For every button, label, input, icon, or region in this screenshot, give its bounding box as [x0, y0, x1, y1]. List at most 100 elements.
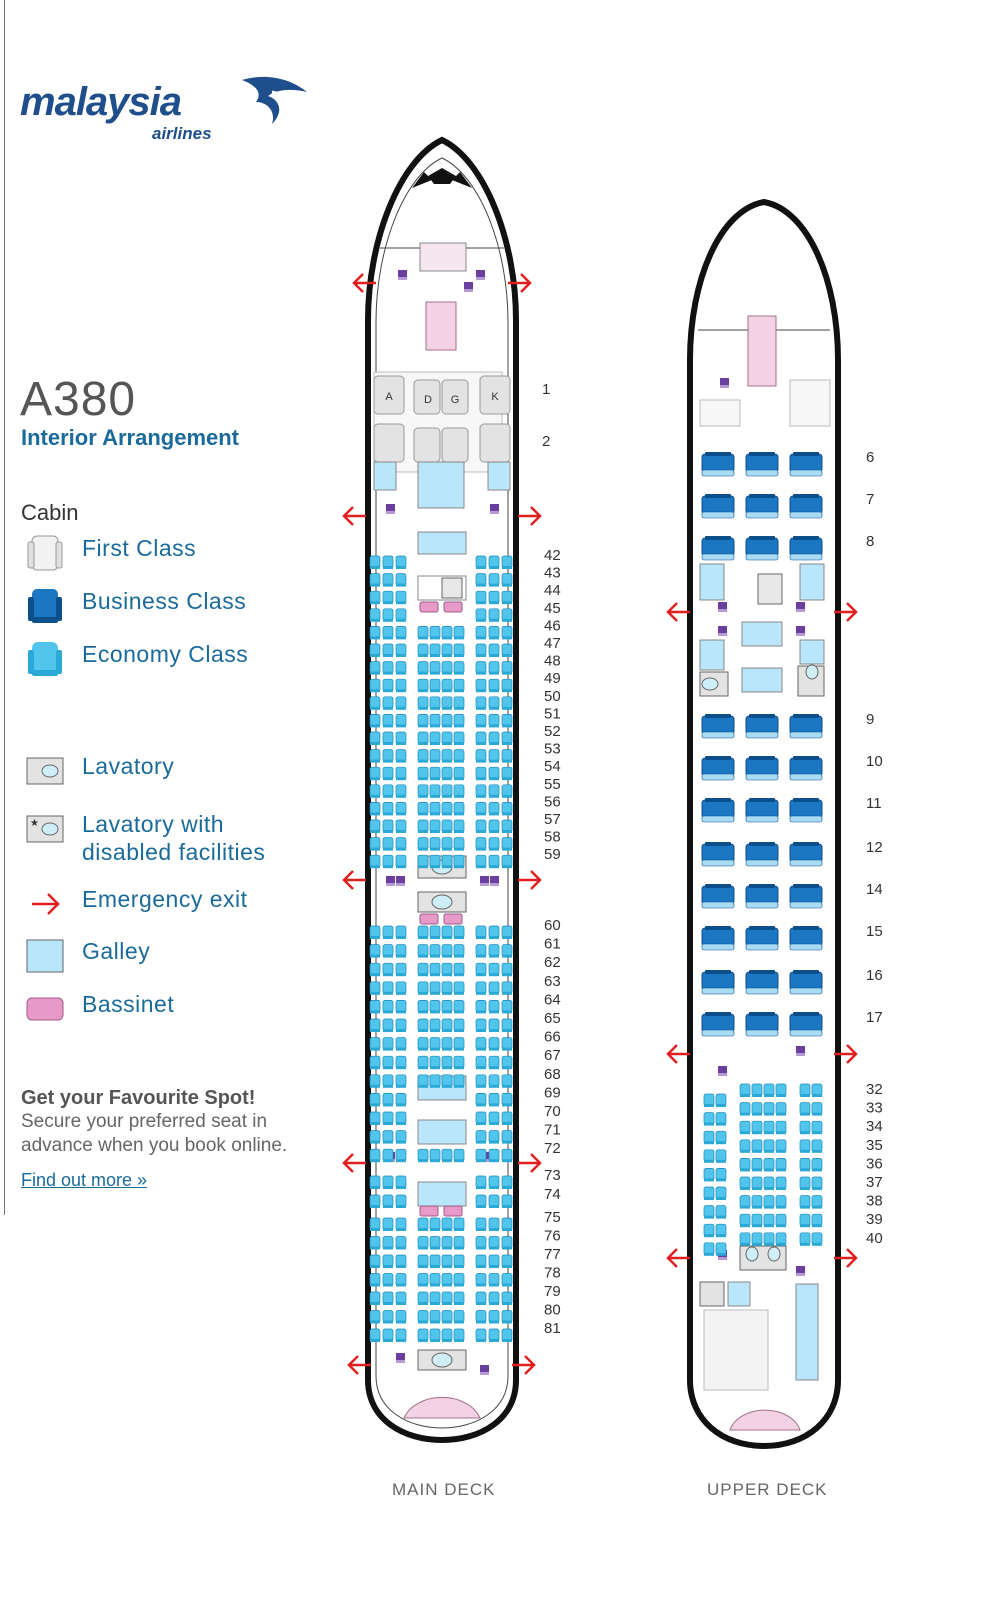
economy-seat[interactable]: [369, 731, 381, 746]
economy-seat[interactable]: [395, 1217, 407, 1232]
economy-seat[interactable]: [703, 1093, 715, 1108]
economy-seat[interactable]: [715, 1149, 727, 1164]
economy-seat[interactable]: [501, 1130, 513, 1145]
economy-seat[interactable]: [475, 731, 487, 746]
economy-seat[interactable]: [703, 1167, 715, 1182]
business-seat[interactable]: [745, 841, 779, 867]
economy-seat[interactable]: [751, 1139, 763, 1154]
economy-seat[interactable]: [475, 819, 487, 834]
economy-seat[interactable]: [488, 643, 500, 658]
economy-seat[interactable]: [417, 999, 429, 1014]
economy-seat[interactable]: [441, 962, 453, 977]
economy-seat[interactable]: [417, 925, 429, 940]
economy-seat[interactable]: [488, 1111, 500, 1126]
economy-seat[interactable]: [475, 981, 487, 996]
economy-seat[interactable]: [453, 1074, 465, 1089]
economy-seat[interactable]: [488, 1310, 500, 1324]
economy-seat[interactable]: [488, 749, 500, 764]
economy-seat[interactable]: [799, 1102, 811, 1117]
economy-seat[interactable]: [417, 1291, 429, 1306]
economy-seat[interactable]: [395, 1175, 407, 1190]
economy-seat[interactable]: [453, 999, 465, 1014]
economy-seat[interactable]: [501, 1254, 513, 1269]
economy-seat[interactable]: [799, 1213, 811, 1228]
economy-seat[interactable]: [429, 819, 441, 834]
economy-seat[interactable]: [441, 661, 453, 676]
economy-seat[interactable]: [739, 1083, 751, 1098]
economy-seat[interactable]: [475, 1291, 487, 1306]
economy-seat[interactable]: [475, 661, 487, 676]
economy-seat[interactable]: [475, 1018, 487, 1033]
economy-seat[interactable]: [441, 1217, 453, 1232]
economy-seat[interactable]: [475, 854, 487, 869]
economy-seat[interactable]: [501, 590, 513, 605]
economy-seat[interactable]: [417, 678, 429, 693]
economy-seat[interactable]: [369, 1130, 381, 1145]
economy-seat[interactable]: [501, 801, 513, 816]
economy-seat[interactable]: [799, 1195, 811, 1210]
economy-seat[interactable]: [703, 1130, 715, 1145]
economy-seat[interactable]: [488, 731, 500, 746]
economy-seat[interactable]: [763, 1139, 775, 1154]
economy-seat[interactable]: [417, 713, 429, 728]
economy-seat[interactable]: [739, 1120, 751, 1135]
business-seat[interactable]: [745, 797, 779, 823]
economy-seat[interactable]: [369, 749, 381, 764]
economy-seat[interactable]: [395, 1291, 407, 1306]
economy-seat[interactable]: [739, 1232, 751, 1247]
economy-seat[interactable]: [751, 1176, 763, 1191]
economy-seat[interactable]: [417, 1273, 429, 1287]
economy-seat[interactable]: [453, 713, 465, 728]
economy-seat[interactable]: [715, 1223, 727, 1238]
economy-seat[interactable]: [395, 1310, 407, 1324]
economy-seat[interactable]: [395, 981, 407, 996]
economy-seat[interactable]: [429, 784, 441, 799]
economy-seat[interactable]: [475, 1092, 487, 1107]
economy-seat[interactable]: [763, 1102, 775, 1117]
economy-seat[interactable]: [501, 1175, 513, 1190]
economy-seat[interactable]: [715, 1242, 727, 1257]
economy-seat[interactable]: [453, 625, 465, 640]
economy-seat[interactable]: [501, 1055, 513, 1070]
economy-seat[interactable]: [475, 766, 487, 781]
economy-seat[interactable]: [488, 696, 500, 711]
economy-seat[interactable]: [488, 854, 500, 869]
economy-seat[interactable]: [417, 1328, 429, 1343]
economy-seat[interactable]: [441, 749, 453, 764]
economy-seat[interactable]: [369, 999, 381, 1014]
economy-seat[interactable]: [441, 696, 453, 711]
economy-seat[interactable]: [488, 837, 500, 852]
economy-seat[interactable]: [751, 1232, 763, 1247]
economy-seat[interactable]: [475, 678, 487, 693]
economy-seat[interactable]: [453, 749, 465, 764]
economy-seat[interactable]: [369, 661, 381, 676]
economy-seat[interactable]: [715, 1205, 727, 1220]
economy-seat[interactable]: [475, 801, 487, 816]
economy-seat[interactable]: [488, 1018, 500, 1033]
economy-seat[interactable]: [395, 1037, 407, 1052]
economy-seat[interactable]: [763, 1232, 775, 1247]
business-seat[interactable]: [789, 451, 823, 477]
economy-seat[interactable]: [369, 1328, 381, 1343]
economy-seat[interactable]: [799, 1139, 811, 1154]
economy-seat[interactable]: [417, 643, 429, 658]
economy-seat[interactable]: [488, 766, 500, 781]
economy-seat[interactable]: [369, 801, 381, 816]
economy-seat[interactable]: [441, 625, 453, 640]
economy-seat[interactable]: [441, 1273, 453, 1287]
economy-seat[interactable]: [799, 1083, 811, 1098]
economy-seat[interactable]: [382, 981, 394, 996]
economy-seat[interactable]: [382, 1018, 394, 1033]
economy-seat[interactable]: [501, 784, 513, 799]
economy-seat[interactable]: [475, 944, 487, 959]
economy-seat[interactable]: [369, 981, 381, 996]
economy-seat[interactable]: [429, 1254, 441, 1269]
economy-seat[interactable]: [811, 1195, 823, 1210]
economy-seat[interactable]: [382, 837, 394, 852]
economy-seat[interactable]: [429, 1291, 441, 1306]
economy-seat[interactable]: [441, 819, 453, 834]
business-seat[interactable]: [701, 969, 735, 995]
economy-seat[interactable]: [488, 608, 500, 623]
economy-seat[interactable]: [441, 801, 453, 816]
economy-seat[interactable]: [417, 749, 429, 764]
